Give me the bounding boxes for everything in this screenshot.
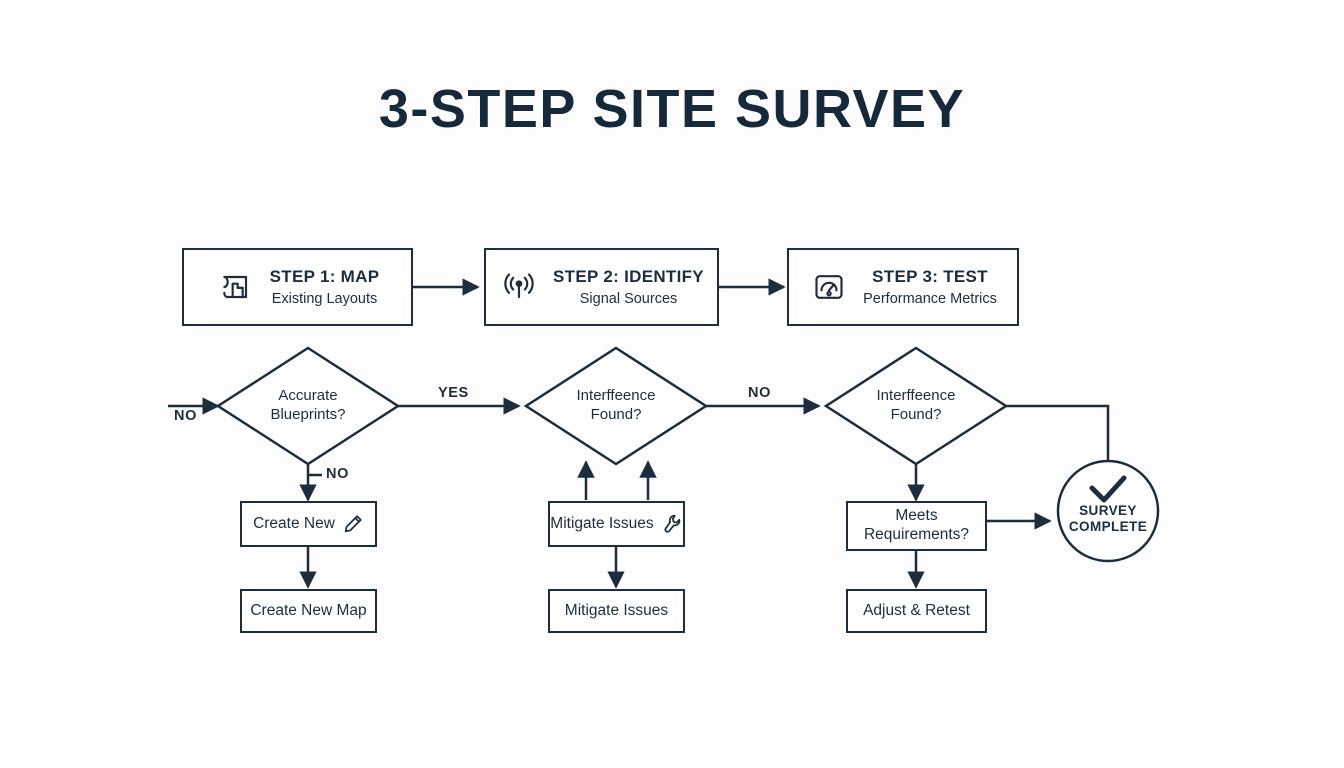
edge-label-yes: YES xyxy=(438,385,469,401)
process-box-adjust-retest-label: Adjust & Retest xyxy=(863,601,970,619)
process-box-create-new-map-label: Create New Map xyxy=(250,601,367,619)
signal-broadcast-icon xyxy=(504,273,534,299)
step-3-subtitle: Performance Metrics xyxy=(863,290,997,307)
page-title: 3-STEP SITE SURVEY xyxy=(378,79,966,139)
edge-label-entry-no: NO xyxy=(174,408,197,424)
edge-label-decision2-no: NO xyxy=(748,385,771,401)
decision-1-shape xyxy=(215,346,401,466)
wrench-icon xyxy=(664,514,680,533)
blueprint-icon xyxy=(222,275,247,299)
process-box-create-new-map[interactable]: Create New Map xyxy=(240,589,377,633)
edge-label-decision1-no: NO xyxy=(326,466,349,482)
decision-2-shape xyxy=(523,346,709,466)
process-box-create-new-label: Create New xyxy=(253,514,335,532)
step-3-title: STEP 3: TEST xyxy=(872,266,988,286)
process-box-mitigate-issues-top-label: Mitigate Issues xyxy=(550,514,654,532)
decision-3-shape xyxy=(823,346,1009,466)
step-box-3[interactable]: STEP 3: TEST Performance Metrics xyxy=(787,248,1019,326)
process-box-meets-requirements-label: Meets Requirements? xyxy=(863,507,970,543)
process-box-mitigate-issues-bottom-label: Mitigate Issues xyxy=(564,601,669,619)
step-1-subtitle: Existing Layouts xyxy=(271,290,378,307)
process-box-create-new[interactable]: Create New xyxy=(240,501,377,547)
process-box-adjust-retest[interactable]: Adjust & Retest xyxy=(846,589,987,633)
survey-complete-circle xyxy=(1056,459,1160,563)
pencil-icon xyxy=(344,515,362,533)
step-2-subtitle: Signal Sources xyxy=(579,290,678,307)
survey-complete-label: SURVEY COMPLETE xyxy=(1068,503,1148,535)
process-box-meets-requirements[interactable]: Meets Requirements? xyxy=(846,501,987,551)
process-box-mitigate-issues-top[interactable]: Mitigate Issues xyxy=(548,501,685,547)
step-box-2[interactable]: STEP 2: IDENTIFY Signal Sources xyxy=(484,248,719,326)
step-1-title: STEP 1: MAP xyxy=(269,266,380,286)
step-box-1[interactable]: STEP 1: MAP Existing Layouts xyxy=(182,248,413,326)
check-icon xyxy=(1089,475,1127,503)
process-box-mitigate-issues-bottom[interactable]: Mitigate Issues xyxy=(548,589,685,633)
step-2-title: STEP 2: IDENTIFY xyxy=(553,266,704,286)
gauge-icon xyxy=(815,275,843,299)
edge-decision3-complete xyxy=(1006,404,1110,462)
